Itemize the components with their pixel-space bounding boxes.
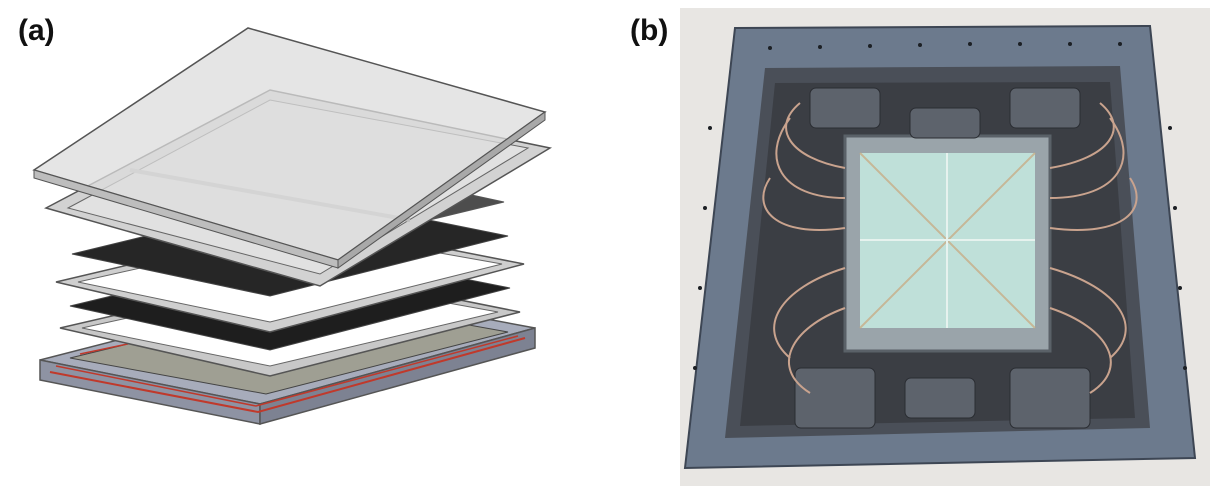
panel-a-label: (a) [18,14,55,47]
connector-blocks [794,87,1091,429]
assembled-detector-photo [680,8,1210,486]
top-glass-plate [32,27,547,269]
cable-bundles [762,102,1138,394]
rim-bolt-holes [693,42,1187,370]
panel-b-label: (b) [630,14,669,47]
detector-window [843,134,1052,353]
exploded-layer-stack-drawing [32,27,553,425]
